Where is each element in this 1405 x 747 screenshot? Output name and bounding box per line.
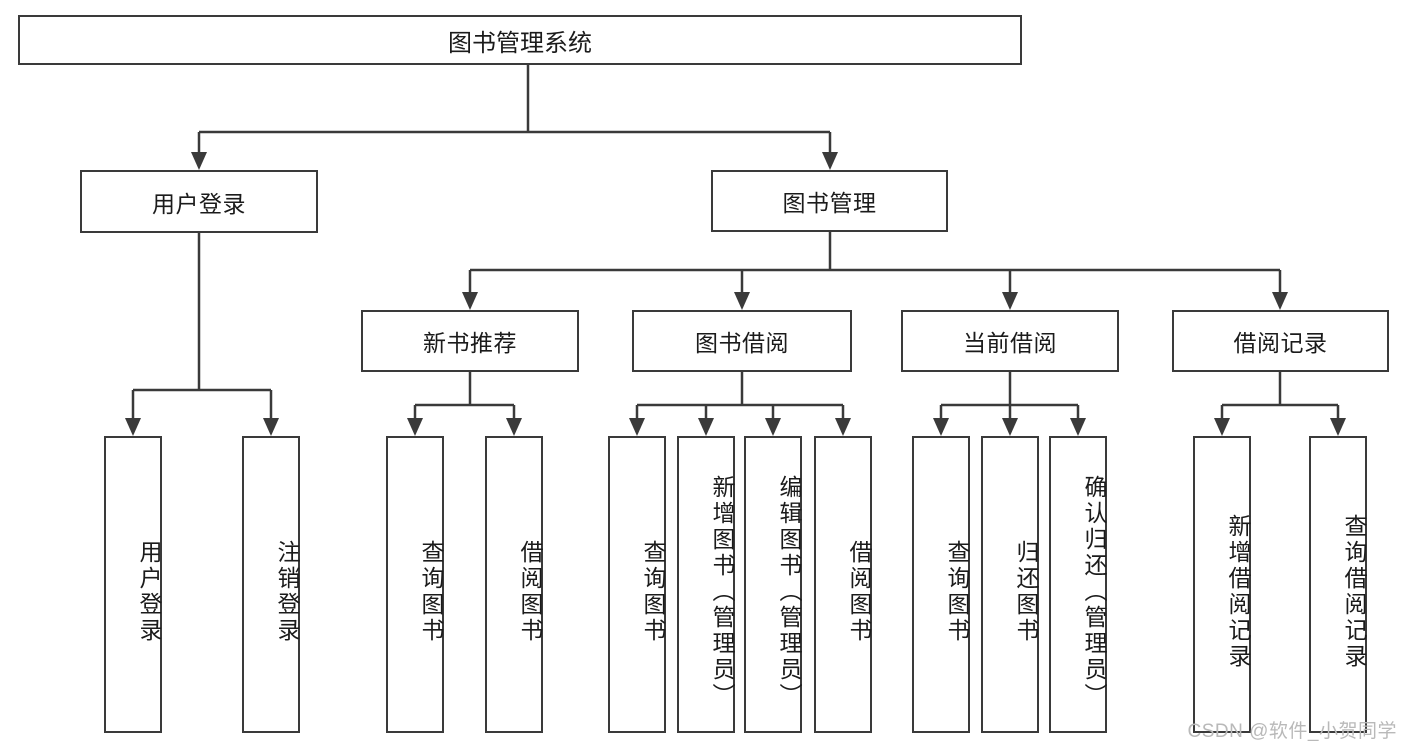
node-label: 借阅图书 bbox=[846, 539, 872, 644]
leaf-user-logout[interactable]: 注销登录 bbox=[242, 436, 300, 733]
leaf-query-book-borrow[interactable]: 查询图书 bbox=[608, 436, 666, 733]
node-label: 用户登录 bbox=[152, 190, 246, 217]
node-label: 借阅图书 bbox=[517, 539, 543, 644]
node-label: 新增借阅记录 bbox=[1225, 513, 1251, 670]
node-label: 查询图书 bbox=[418, 539, 444, 644]
leaf-edit-book-admin[interactable]: 编辑图书（管理员） bbox=[744, 436, 802, 733]
watermark-text: CSDN @软件_小贺同学 bbox=[1187, 721, 1397, 742]
leaf-borrow-book[interactable]: 借阅图书 bbox=[814, 436, 872, 733]
node-book-management[interactable]: 图书管理 bbox=[711, 170, 948, 232]
leaf-user-login[interactable]: 用户登录 bbox=[104, 436, 162, 733]
node-label: 图书管理 bbox=[782, 190, 877, 216]
node-label: 图书管理系统 bbox=[448, 29, 592, 57]
leaf-return-book[interactable]: 归还图书 bbox=[981, 436, 1039, 733]
leaf-borrow-book-recommend[interactable]: 借阅图书 bbox=[485, 436, 543, 733]
node-label: 查询图书 bbox=[640, 539, 666, 644]
node-user-login[interactable]: 用户登录 bbox=[80, 170, 318, 233]
node-label: 新书推荐 bbox=[423, 330, 517, 356]
node-label: 注销登录 bbox=[274, 539, 300, 644]
node-label: 查询图书 bbox=[944, 539, 970, 644]
node-current-borrow[interactable]: 当前借阅 bbox=[901, 310, 1119, 372]
node-label: 编辑图书（管理员） bbox=[776, 474, 802, 709]
node-label: 用户登录 bbox=[136, 539, 162, 644]
leaf-add-borrow-record[interactable]: 新增借阅记录 bbox=[1193, 436, 1251, 733]
node-borrow-records[interactable]: 借阅记录 bbox=[1172, 310, 1389, 372]
node-label: 新增图书（管理员） bbox=[709, 474, 735, 709]
node-root-system[interactable]: 图书管理系统 bbox=[18, 15, 1022, 65]
leaf-query-book-current[interactable]: 查询图书 bbox=[912, 436, 970, 733]
node-label: 确认归还（管理员） bbox=[1081, 474, 1107, 709]
leaf-query-borrow-record[interactable]: 查询借阅记录 bbox=[1309, 436, 1367, 733]
leaf-add-book-admin[interactable]: 新增图书（管理员） bbox=[677, 436, 735, 733]
node-label: 归还图书 bbox=[1013, 539, 1039, 644]
node-label: 查询借阅记录 bbox=[1341, 513, 1367, 670]
node-new-book-recommend[interactable]: 新书推荐 bbox=[361, 310, 579, 372]
leaf-confirm-return-admin[interactable]: 确认归还（管理员） bbox=[1049, 436, 1107, 733]
node-book-borrow[interactable]: 图书借阅 bbox=[632, 310, 852, 372]
leaf-query-book-recommend[interactable]: 查询图书 bbox=[386, 436, 444, 733]
node-label: 图书借阅 bbox=[695, 330, 789, 356]
node-label: 借阅记录 bbox=[1233, 330, 1328, 356]
node-label: 当前借阅 bbox=[963, 330, 1057, 356]
